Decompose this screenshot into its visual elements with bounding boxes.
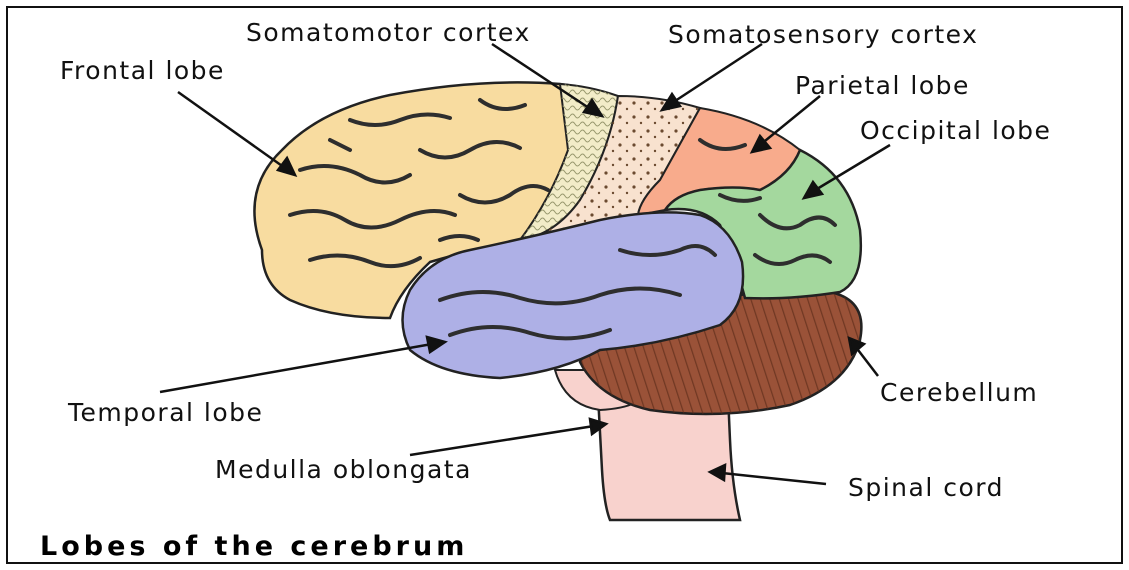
label-occipital-lobe: Occipital lobe: [860, 118, 1051, 143]
label-parietal-lobe: Parietal lobe: [795, 73, 970, 98]
label-somatomotor-cortex: Somatomotor cortex: [246, 20, 531, 45]
label-somatosensory-cortex: Somatosensory cortex: [668, 22, 978, 47]
diagram-title: Lobes of the cerebrum: [40, 533, 468, 560]
label-medulla-oblongata: Medulla oblongata: [215, 457, 472, 482]
label-temporal-lobe: Temporal lobe: [68, 400, 263, 425]
label-cerebellum: Cerebellum: [880, 380, 1038, 405]
label-frontal-lobe: Frontal lobe: [60, 58, 225, 83]
label-spinal-cord: Spinal cord: [848, 475, 1004, 500]
